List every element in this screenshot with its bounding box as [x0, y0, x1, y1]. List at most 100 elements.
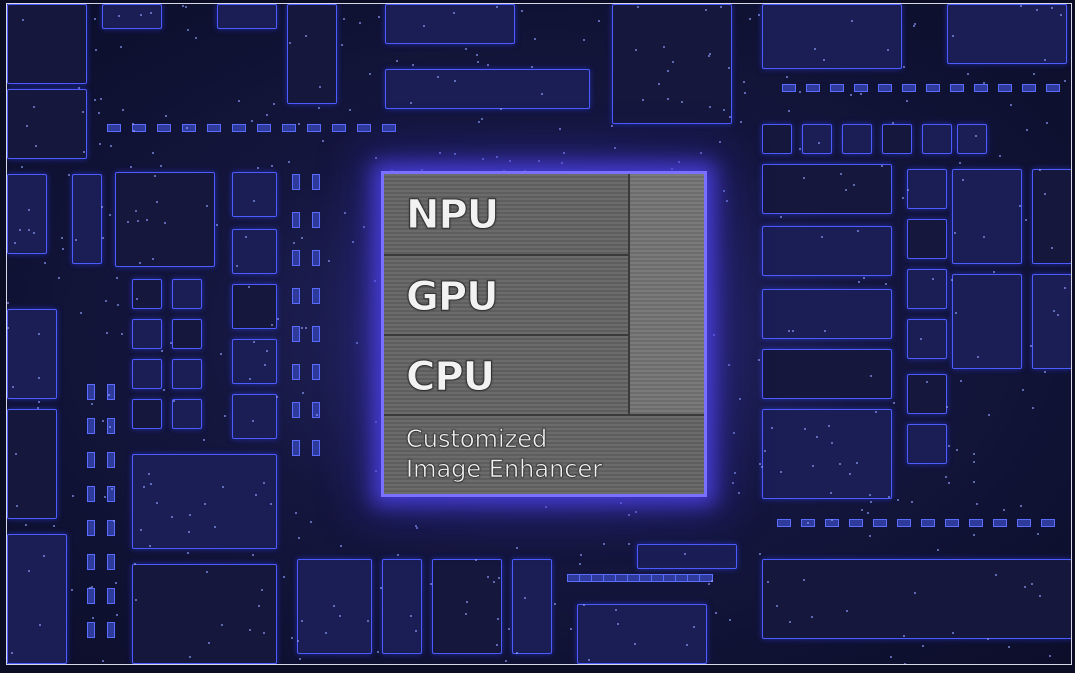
solder-pad	[292, 326, 300, 342]
via-dot	[163, 221, 166, 224]
via-dot	[820, 236, 823, 239]
via-dot	[454, 152, 457, 155]
via-dot	[16, 504, 18, 507]
solder-pad	[974, 84, 988, 92]
via-dot	[890, 655, 893, 658]
via-dot	[82, 110, 85, 113]
solder-pad	[312, 174, 320, 190]
via-dot	[349, 109, 352, 112]
board-component	[115, 172, 215, 267]
via-dot	[743, 81, 746, 84]
solder-pad	[382, 124, 396, 132]
solder-pad	[107, 588, 115, 604]
via-dot	[658, 82, 661, 85]
via-dot	[53, 525, 56, 528]
solder-pad	[854, 84, 868, 92]
via-dot	[187, 552, 190, 555]
via-dot	[410, 102, 413, 105]
via-dot	[709, 53, 712, 56]
via-dot	[265, 114, 268, 117]
board-component	[217, 4, 277, 29]
via-dot	[271, 323, 274, 326]
via-dot	[869, 493, 872, 496]
via-dot	[116, 613, 119, 616]
board-component	[1032, 274, 1071, 369]
via-dot	[151, 152, 154, 155]
via-dot	[253, 341, 256, 344]
solder-pad	[699, 574, 713, 582]
via-dot	[714, 612, 717, 615]
via-dot	[79, 312, 82, 315]
via-dot	[453, 11, 456, 14]
via-dot	[861, 509, 864, 512]
via-dot	[481, 118, 484, 121]
board-component	[1032, 169, 1071, 264]
via-dot	[663, 45, 666, 48]
via-dot	[101, 206, 104, 209]
via-dot	[115, 277, 118, 280]
via-dot	[257, 605, 260, 608]
via-dot	[185, 127, 188, 130]
via-dot	[686, 644, 689, 647]
via-dot	[414, 630, 417, 633]
board-component	[7, 89, 87, 159]
via-dot	[634, 642, 637, 645]
via-dot	[91, 617, 94, 620]
via-dot	[521, 10, 523, 13]
via-dot	[257, 167, 260, 170]
via-dot	[203, 503, 206, 506]
via-dot	[102, 659, 105, 662]
via-dot	[130, 165, 133, 168]
via-dot	[853, 184, 856, 187]
solder-pad	[777, 519, 791, 527]
via-dot	[1036, 532, 1039, 535]
circuit-board: NPU GPU CPU Customized Image Enhancer	[6, 3, 1072, 665]
via-dot	[236, 264, 239, 267]
via-dot	[33, 106, 35, 109]
via-dot	[849, 94, 852, 97]
solder-pad	[232, 124, 246, 132]
via-dot	[119, 45, 122, 48]
via-dot	[892, 122, 895, 125]
via-dot	[947, 481, 950, 484]
via-dot	[149, 12, 152, 15]
via-dot	[866, 512, 869, 515]
via-dot	[295, 511, 298, 514]
via-dot	[465, 48, 468, 51]
via-dot	[707, 582, 710, 585]
via-dot	[163, 388, 166, 391]
via-dot	[758, 552, 761, 555]
via-dot	[903, 66, 906, 69]
board-component	[907, 269, 947, 309]
via-dot	[104, 495, 107, 498]
via-dot	[82, 150, 85, 153]
via-dot	[545, 506, 548, 509]
via-dot	[437, 76, 439, 79]
solder-pad	[292, 440, 300, 456]
via-dot	[887, 49, 890, 52]
via-dot	[728, 363, 731, 366]
via-dot	[301, 391, 304, 394]
solder-pad	[132, 124, 146, 132]
via-dot	[19, 229, 22, 232]
via-dot	[90, 403, 93, 406]
board-component	[907, 424, 947, 464]
via-dot	[149, 483, 152, 486]
via-dot	[117, 304, 120, 307]
solder-pad	[292, 402, 300, 418]
via-dot	[973, 452, 976, 455]
via-dot	[39, 624, 42, 626]
via-dot	[1032, 407, 1035, 410]
via-dot	[780, 471, 783, 474]
via-dot	[725, 199, 728, 202]
board-component	[7, 409, 57, 519]
via-dot	[1052, 309, 1055, 312]
via-dot	[35, 144, 38, 147]
via-dot	[496, 156, 499, 159]
cpu-block: CPU	[384, 336, 628, 416]
via-dot	[275, 396, 278, 399]
via-dot	[145, 219, 148, 222]
via-dot	[739, 121, 742, 124]
via-dot	[99, 97, 102, 100]
via-dot	[139, 14, 142, 17]
